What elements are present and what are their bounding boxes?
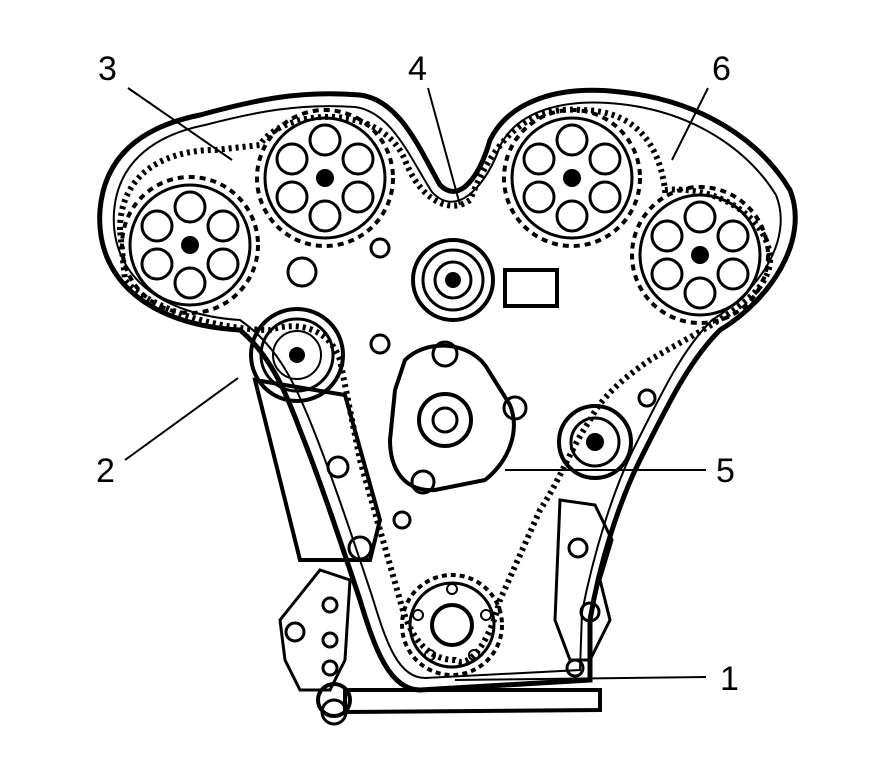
leader-line-2	[124, 377, 239, 461]
callout-4: 4	[408, 50, 427, 88]
cam-sprocket-right-rear	[502, 108, 642, 248]
callout-1: 1	[720, 660, 739, 698]
cover-label-plate	[503, 268, 559, 308]
cover-bolt	[637, 388, 657, 408]
cam-sprocket-right-front	[630, 185, 770, 325]
leader-line-4	[427, 87, 461, 206]
timing-cover-outline	[97, 87, 798, 693]
cover-bolt	[286, 256, 318, 288]
oil-pan-rail	[343, 688, 602, 715]
callout-6: 6	[712, 50, 731, 88]
callout-5: 5	[716, 452, 735, 490]
cover-bolt	[369, 237, 391, 259]
cover-bolt	[392, 510, 412, 530]
leader-line-3	[127, 87, 233, 161]
idler-pulley-lower	[557, 404, 633, 480]
timing-cover-inner	[112, 101, 782, 680]
tensioner-arm-pivot	[347, 535, 373, 561]
tensioner-pulley	[249, 307, 345, 403]
crankshaft-sprocket	[400, 573, 504, 677]
cam-sprocket-left-rear	[255, 108, 395, 248]
engine-mount-bracket	[278, 568, 352, 726]
idler-pulley-upper	[411, 238, 495, 322]
callout-3: 3	[98, 50, 117, 88]
leader-line-6	[671, 87, 709, 161]
cam-sprocket-left-front	[120, 175, 260, 315]
callout-2: 2	[96, 452, 115, 490]
cover-bolt	[369, 333, 391, 355]
water-pump	[387, 340, 528, 495]
tensioner-arm	[252, 377, 383, 562]
tensioner-arm-bolt	[326, 455, 350, 479]
leader-line-1	[454, 676, 707, 681]
right-side-bracket	[553, 498, 614, 678]
timing-belt	[116, 106, 774, 665]
